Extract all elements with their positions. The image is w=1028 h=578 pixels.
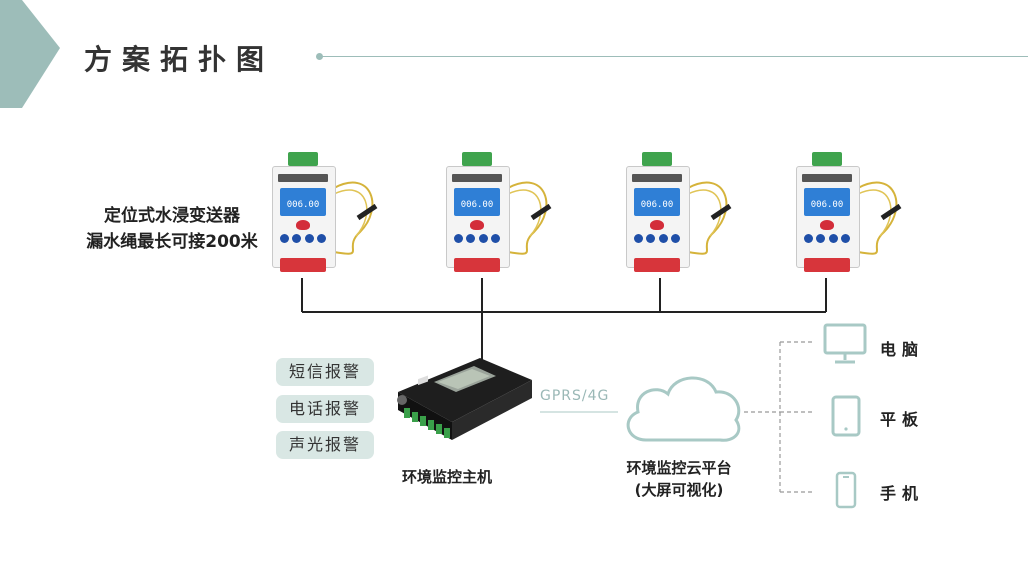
- phone-alarm-badge: 电话报警: [276, 395, 374, 423]
- sensor-buttons: [634, 234, 680, 246]
- cloud-icon: [616, 362, 746, 452]
- sensor-caption-line1: 定位式水浸变送器: [72, 203, 272, 229]
- terminal-bottom: [634, 258, 680, 272]
- sms-alarm-badge: 短信报警: [276, 358, 374, 386]
- sensor-buttons: [454, 234, 500, 246]
- sensor-caption: 定位式水浸变送器 漏水绳最长可接200米: [72, 203, 272, 255]
- device-label-computer: 电脑: [880, 336, 924, 360]
- terminal-bottom: [454, 258, 500, 272]
- network-label: GPRS/4G: [540, 388, 609, 404]
- terminal-top: [462, 152, 492, 166]
- sensor-caption-line2: 漏水绳最长可接200米: [72, 229, 272, 255]
- monitoring-host-image: [388, 352, 536, 456]
- phone-icon: [834, 470, 858, 510]
- sensor-buttons: [804, 234, 850, 246]
- water-sensor-3: 006.00: [626, 148, 736, 288]
- tablet-icon: [830, 394, 862, 438]
- terminal-top: [812, 152, 842, 166]
- brand-logo-icon: [820, 220, 834, 230]
- sensor-display: 006.00: [804, 188, 850, 216]
- brand-logo-icon: [650, 220, 664, 230]
- water-sensor-2: 006.00: [446, 148, 556, 288]
- cloud-label-line2: (大屏可视化): [604, 479, 754, 501]
- terminal-bottom: [804, 258, 850, 272]
- brand-logo-icon: [296, 220, 310, 230]
- sensor-display: 006.00: [454, 188, 500, 216]
- sensor-label-band: [278, 174, 328, 182]
- sensor-label-band: [802, 174, 852, 182]
- sound-light-alarm-badge: 声光报警: [276, 431, 374, 459]
- terminal-top: [288, 152, 318, 166]
- sensor-label-band: [452, 174, 502, 182]
- host-label: 环境监控主机: [402, 466, 492, 487]
- device-label-tablet: 平板: [880, 406, 924, 430]
- sensor-display: 006.00: [634, 188, 680, 216]
- cloud-label-line1: 环境监控云平台: [604, 457, 754, 479]
- computer-icon: [822, 322, 868, 366]
- device-label-phone: 手机: [880, 480, 924, 504]
- sensor-buttons: [280, 234, 326, 246]
- terminal-bottom: [280, 258, 326, 272]
- brand-logo-icon: [470, 220, 484, 230]
- water-sensor-1: 006.00: [272, 148, 382, 288]
- terminal-top: [642, 152, 672, 166]
- water-sensor-4: 006.00: [796, 148, 906, 288]
- sensor-display: 006.00: [280, 188, 326, 216]
- cloud-label: 环境监控云平台 (大屏可视化): [604, 457, 754, 501]
- sensor-label-band: [632, 174, 682, 182]
